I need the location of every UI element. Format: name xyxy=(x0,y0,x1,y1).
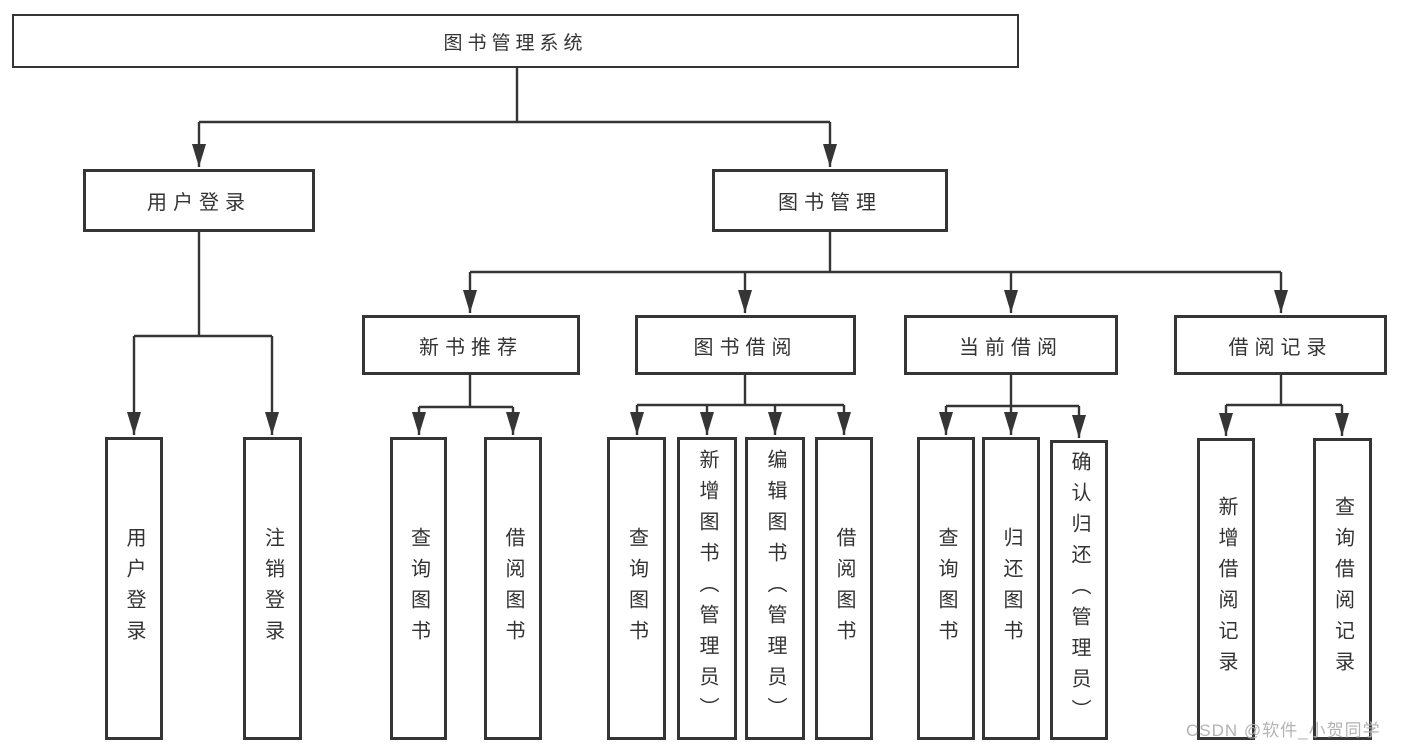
leaf-confirm-return-admin: 确认归还（管理员） xyxy=(1050,440,1108,740)
leaf-query-borrow-record: 查询借阅记录 xyxy=(1313,438,1372,740)
node-new-book-recommend: 新书推荐 xyxy=(362,315,580,375)
leaf-edit-book-admin: 编辑图书（管理员） xyxy=(745,437,805,740)
node-book-management: 图书管理 xyxy=(712,169,948,232)
leaf-query-books-2: 查询图书 xyxy=(607,437,666,740)
leaf-user-login: 用户登录 xyxy=(105,437,163,740)
leaf-query-books-1: 查询图书 xyxy=(390,437,447,740)
leaf-add-book-admin: 新增图书（管理员） xyxy=(677,437,737,740)
connector-elbows xyxy=(134,68,1342,409)
node-current-borrow: 当前借阅 xyxy=(904,315,1118,375)
node-borrow-records: 借阅记录 xyxy=(1174,315,1387,375)
node-book-borrow: 图书借阅 xyxy=(635,315,856,375)
watermark: CSDN @软件_小贺同学 xyxy=(1186,721,1381,740)
node-user-login: 用户登录 xyxy=(83,169,315,232)
node-root: 图书管理系统 xyxy=(12,14,1019,68)
leaf-return-book: 归还图书 xyxy=(982,437,1040,740)
leaf-query-books-3: 查询图书 xyxy=(917,437,975,740)
leaf-borrow-books-1: 借阅图书 xyxy=(484,437,542,740)
leaf-borrow-books-2: 借阅图书 xyxy=(815,437,873,740)
leaf-add-borrow-record: 新增借阅记录 xyxy=(1197,438,1255,740)
leaf-logout: 注销登录 xyxy=(243,437,302,740)
